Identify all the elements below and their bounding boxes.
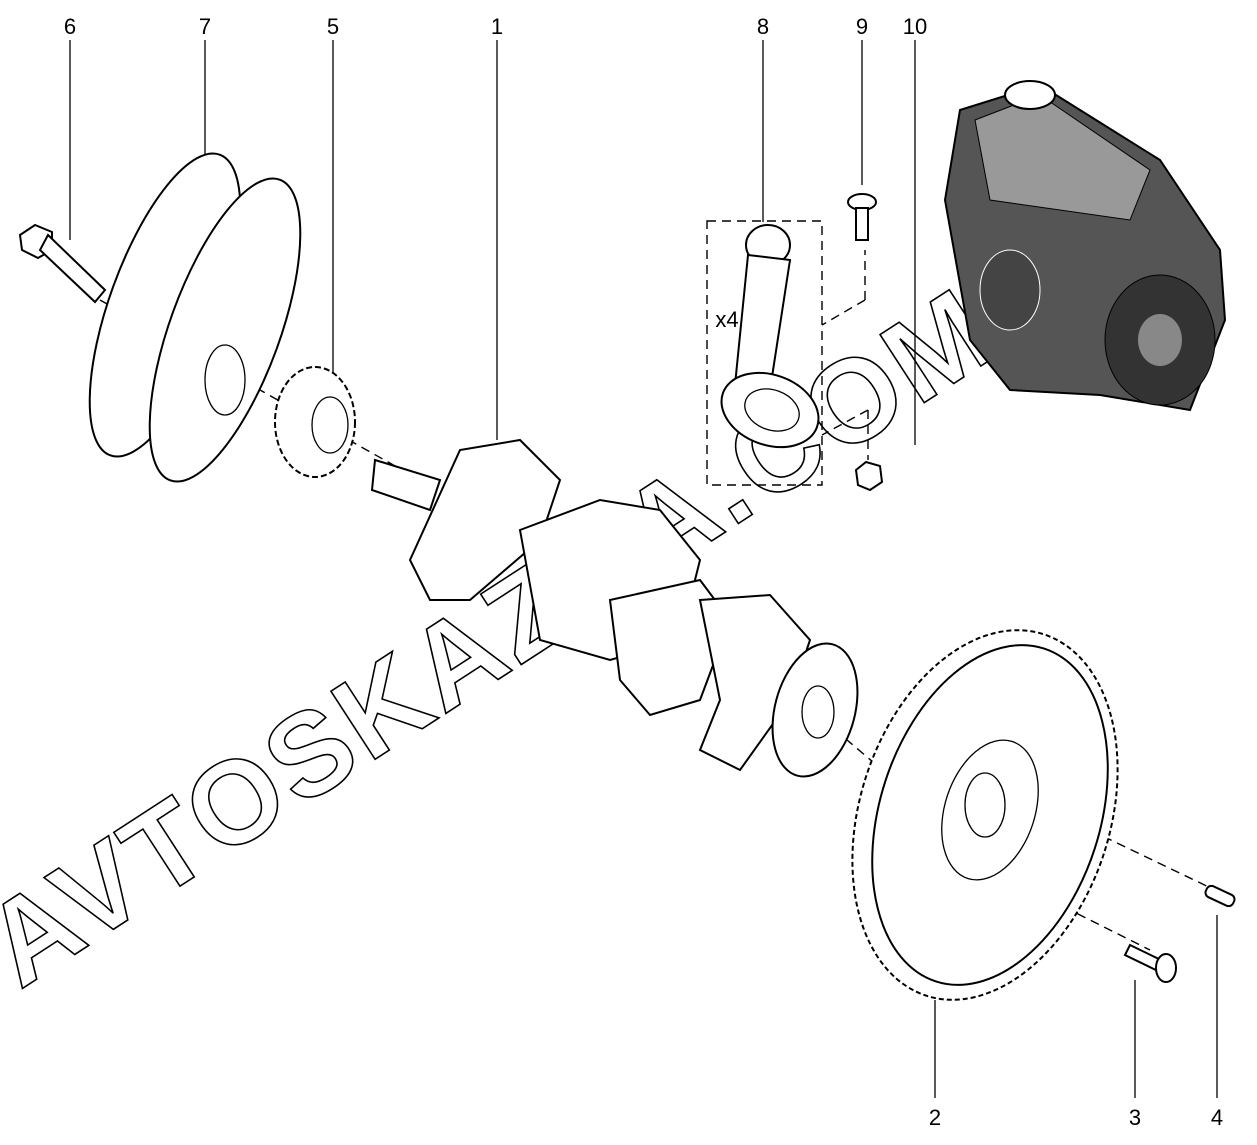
quantity-note: x4 — [715, 307, 738, 332]
callout-5: 5 — [327, 14, 339, 39]
leader-lines — [69, 40, 1218, 1098]
callout-7: 7 — [199, 14, 211, 39]
nut-part-10 — [854, 460, 884, 492]
dowel-pin-part-4 — [1204, 884, 1236, 908]
bolt-part-3 — [1123, 943, 1177, 983]
callout-1: 1 — [491, 14, 503, 39]
callout-2: 2 — [929, 1105, 941, 1130]
pulley-part-7 — [88, 152, 302, 483]
callout-3: 3 — [1129, 1105, 1141, 1130]
bolt-part-6 — [18, 223, 107, 304]
callout-4: 4 — [1211, 1105, 1223, 1130]
callout-8: 8 — [757, 14, 769, 39]
crankshaft-part-1 — [370, 438, 859, 778]
connecting-rod-part-8 — [720, 224, 820, 449]
callout-9: 9 — [856, 14, 868, 39]
sprocket-part-5 — [274, 366, 356, 478]
callout-10: 10 — [903, 14, 927, 39]
callout-labels: 6 7 5 1 8 9 10 2 3 4 x4 — [64, 14, 1223, 1130]
callout-6: 6 — [64, 14, 76, 39]
bolt-part-9 — [847, 193, 877, 241]
engine-overview-image — [943, 80, 1227, 412]
flywheel-part-2 — [851, 629, 1119, 1001]
